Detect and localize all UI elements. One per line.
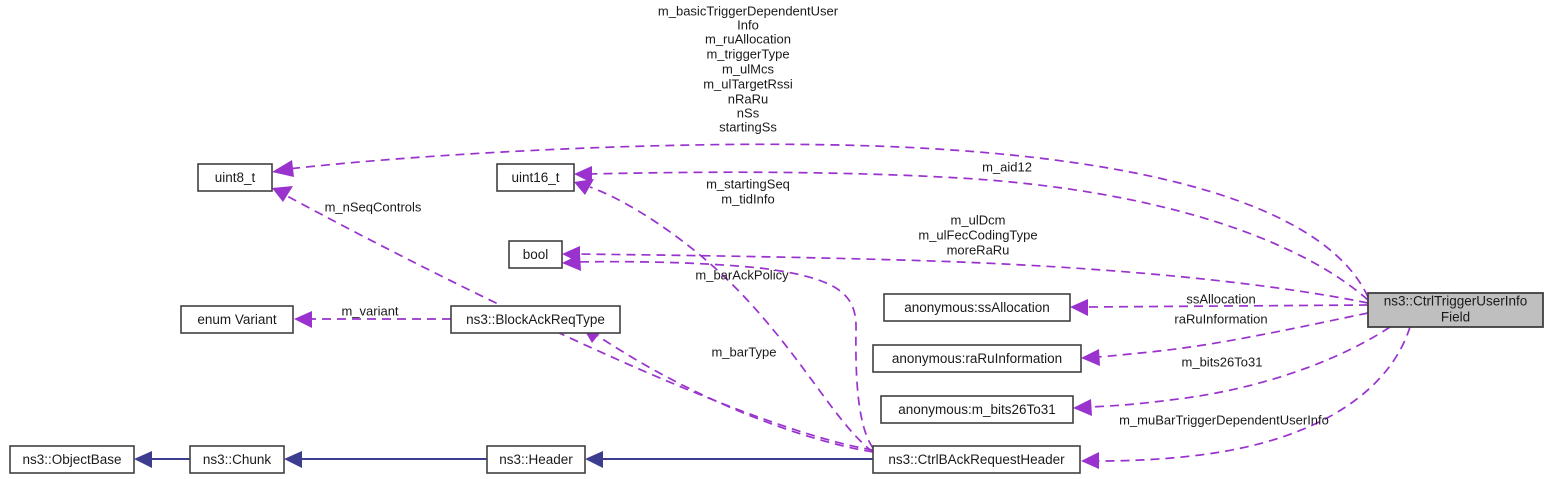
- node-ns3-ctrlbackrequestheader[interactable]: ns3::CtrlBAckRequestHeader: [872, 445, 1081, 474]
- edge-label-variant: m_variant: [341, 303, 398, 318]
- svg-text:m_barAckPolicy: m_barAckPolicy: [695, 267, 789, 282]
- svg-text:m_ulTargetRssi: m_ulTargetRssi: [703, 76, 793, 91]
- svg-text:m_tidInfo: m_tidInfo: [721, 191, 774, 206]
- edge-blockackreqtype-to-enumvariant: [294, 311, 451, 328]
- node-ns3-ctrltriggeruserinfofield[interactable]: ns3::CtrlTriggerUserInfo Field: [1367, 292, 1544, 328]
- edge-main-to-ctrlbackrequestheader: [1081, 326, 1411, 469]
- svg-text:m_basicTriggerDependentUser: m_basicTriggerDependentUser: [658, 3, 839, 18]
- svg-text:m_ulFecCodingType: m_ulFecCodingType: [918, 227, 1037, 242]
- node-bool[interactable]: bool: [508, 240, 563, 269]
- node-uint8-t[interactable]: uint8_t: [197, 163, 273, 192]
- svg-text:m_triggerType: m_triggerType: [706, 46, 789, 61]
- node-label: ns3::CtrlBAckRequestHeader: [888, 452, 1065, 467]
- edge-main-to-ssallocation: [1070, 299, 1369, 316]
- node-label: ns3::Chunk: [203, 452, 272, 467]
- node-ns3-blockackreqtype[interactable]: ns3::BlockAckReqType: [450, 305, 621, 334]
- edge-label-basic-trigger-dependent: m_basicTriggerDependentUser Info m_ruAll…: [658, 3, 839, 134]
- node-label: uint16_t: [511, 170, 559, 185]
- edge-main-to-raruinformation: [1081, 312, 1369, 366]
- svg-text:m_ruAllocation: m_ruAllocation: [705, 31, 791, 46]
- node-label: bool: [523, 247, 549, 262]
- svg-text:Info: Info: [737, 17, 759, 32]
- edge-label-ul-dcm-group: m_ulDcm m_ulFecCodingType moreRaRu: [918, 212, 1037, 257]
- node-anonymous-ssallocation[interactable]: anonymous:ssAllocation: [883, 293, 1071, 322]
- edge-header-to-chunk: [284, 451, 487, 468]
- node-uint16-t[interactable]: uint16_t: [496, 163, 575, 192]
- edge-main-to-uint8: [272, 143, 1369, 298]
- edge-label-bar-ack-policy: m_barAckPolicy: [695, 267, 789, 282]
- svg-text:m_variant: m_variant: [341, 303, 398, 318]
- node-label: enum Variant: [197, 312, 277, 327]
- svg-text:moreRaRu: moreRaRu: [947, 242, 1010, 257]
- edge-ctrlbackrequestheader-to-bool: [562, 254, 874, 449]
- edge-label-aid12: m_aid12: [982, 159, 1032, 174]
- edge-label-bar-type: m_barType: [711, 344, 776, 359]
- node-enum-variant[interactable]: enum Variant: [180, 305, 294, 334]
- svg-text:m_barType: m_barType: [711, 344, 776, 359]
- svg-text:nSs: nSs: [737, 105, 760, 120]
- edge-label-bits26to31: m_bits26To31: [1182, 354, 1263, 369]
- svg-text:nRaRu: nRaRu: [728, 91, 768, 106]
- edge-ctrlbackrequestheader-to-uint16: [574, 179, 874, 453]
- node-label: anonymous:raRuInformation: [892, 351, 1062, 366]
- node-label: anonymous:m_bits26To31: [898, 402, 1056, 417]
- node-label: ns3::ObjectBase: [22, 452, 121, 467]
- svg-text:ssAllocation: ssAllocation: [1186, 291, 1255, 306]
- node-label: ns3::BlockAckReqType: [466, 312, 605, 327]
- nodes: uint8_t uint16_t bool enum Variant ns3::…: [9, 163, 1544, 474]
- svg-text:m_ulMcs: m_ulMcs: [722, 61, 775, 76]
- edge-label-mu-bar-trigger-dependent: m_muBarTriggerDependentUserInfo: [1119, 412, 1329, 427]
- edge-chunk-to-objectbase: [134, 451, 190, 468]
- svg-text:m_muBarTriggerDependentUserInf: m_muBarTriggerDependentUserInfo: [1119, 412, 1329, 427]
- main-node-label-line1: ns3::CtrlTriggerUserInfo: [1384, 294, 1528, 309]
- svg-text:raRuInformation: raRuInformation: [1174, 311, 1267, 326]
- svg-text:m_nSeqControls: m_nSeqControls: [325, 199, 422, 214]
- edge-labels: m_basicTriggerDependentUser Info m_ruAll…: [325, 3, 1329, 427]
- svg-text:m_startingSeq: m_startingSeq: [706, 176, 790, 191]
- edge-main-to-bits26to31: [1073, 326, 1391, 416]
- node-anonymous-raruinformation[interactable]: anonymous:raRuInformation: [872, 344, 1082, 373]
- node-label: anonymous:ssAllocation: [904, 300, 1050, 315]
- edge-label-starting-seq-tid: m_startingSeq m_tidInfo: [706, 176, 790, 206]
- svg-text:m_aid12: m_aid12: [982, 159, 1032, 174]
- node-ns3-objectbase[interactable]: ns3::ObjectBase: [9, 445, 135, 474]
- edge-label-n-seq-controls: m_nSeqControls: [325, 199, 422, 214]
- main-node-label-line2: Field: [1441, 310, 1470, 325]
- node-label: uint8_t: [215, 170, 256, 185]
- svg-text:startingSs: startingSs: [719, 119, 777, 134]
- edge-main-to-uint16: [574, 166, 1369, 301]
- svg-text:m_bits26To31: m_bits26To31: [1182, 354, 1263, 369]
- node-anonymous-m-bits26to31[interactable]: anonymous:m_bits26To31: [880, 395, 1074, 424]
- edge-label-ss-allocation-group: ssAllocation raRuInformation: [1174, 291, 1267, 326]
- node-ns3-header[interactable]: ns3::Header: [486, 445, 586, 474]
- node-ns3-chunk[interactable]: ns3::Chunk: [189, 445, 285, 474]
- edge-ctrlbackrequestheader-to-uint8: [272, 186, 874, 451]
- edge-ctrlbackrequestheader-to-header: [585, 451, 873, 468]
- node-label: ns3::Header: [499, 452, 573, 467]
- svg-text:m_ulDcm: m_ulDcm: [951, 212, 1006, 227]
- inheritance-edges: [134, 451, 873, 468]
